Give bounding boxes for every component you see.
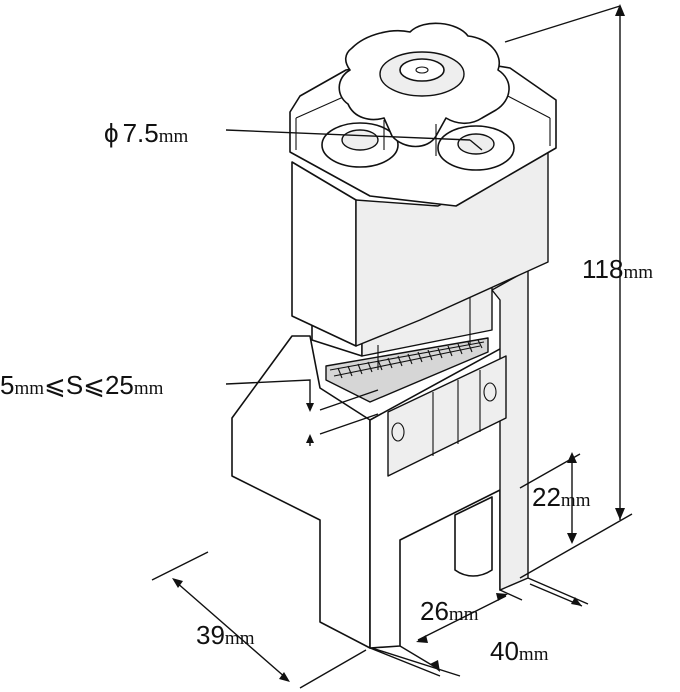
housing-front [291, 161, 357, 347]
window-hole-left [391, 422, 405, 442]
clamp-slot-inner [454, 496, 493, 577]
depth-label: 39mm [196, 620, 255, 650]
clamp-range-label: 5mm⩽S⩽25mm [0, 370, 164, 400]
clamp-window [387, 355, 507, 477]
slot-width-label: 26mm [420, 596, 479, 626]
clamp-body [231, 269, 529, 649]
width-label: 40mm [490, 636, 549, 666]
star-knob [321, 22, 515, 171]
serrated-jaw [325, 337, 489, 403]
clamp-left-face [231, 335, 371, 649]
height-label: 118mm [582, 254, 653, 284]
slot-depth-label: 22mm [532, 482, 591, 512]
dimension-lines [151, 4, 633, 689]
housing-right [355, 151, 549, 347]
window-hole-right [483, 382, 497, 402]
